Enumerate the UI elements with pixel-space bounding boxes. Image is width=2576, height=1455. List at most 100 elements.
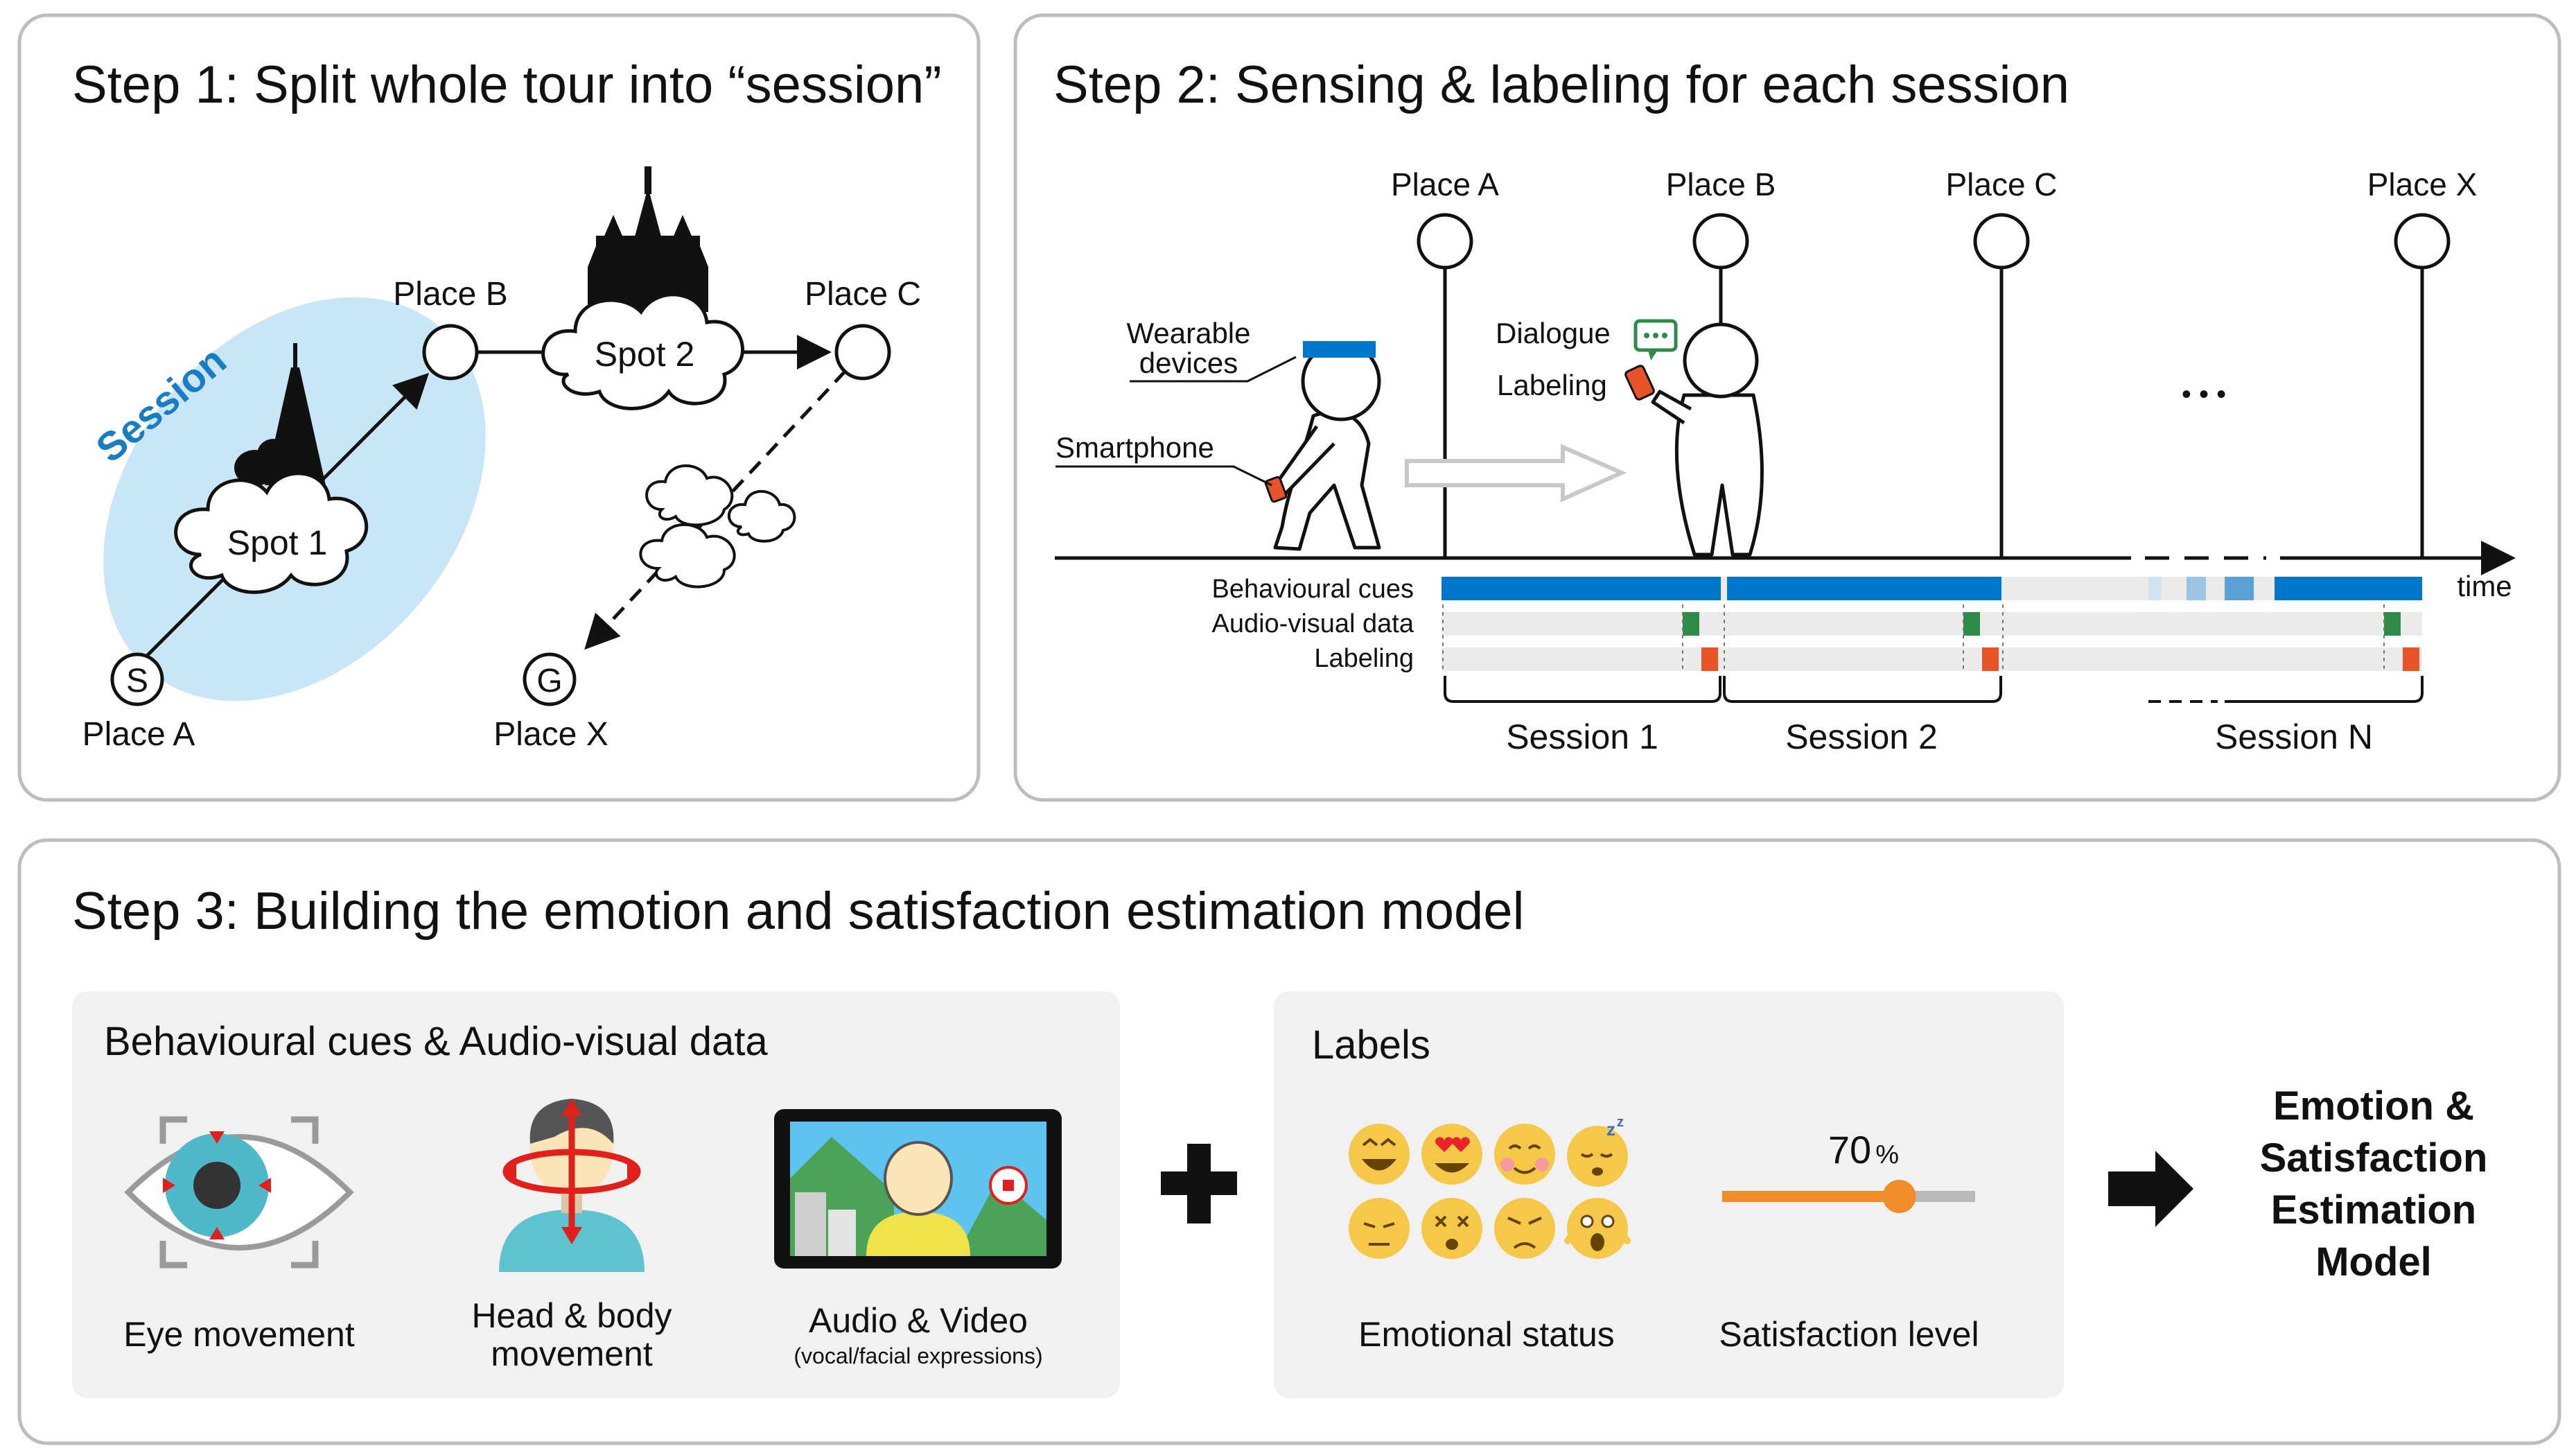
row-label-audiovisual: Audio-visual data [1211,609,1414,638]
spot2-cloud-icon [541,293,744,410]
av-mark-1 [1683,612,1699,636]
goal-node [523,652,577,706]
ellipsis: • • • [2182,379,2226,410]
labels-subpanel [1274,991,2064,1398]
step3-panel: Step 3: Building the emotion and satisfa… [17,838,2561,1445]
labeling-callout-label: Labeling [1497,369,1607,401]
row-bg-labeling [1442,647,2422,671]
step2-title: Step 2: Sensing & labeling for each sess… [1053,55,2069,114]
output-model-line-1: Emotion & [2273,1083,2474,1129]
eye-icon [124,1116,354,1269]
label-mark-2 [1982,647,1999,671]
wearable-leader [1130,356,1297,383]
smartphone-leader [1055,465,1272,487]
satisfaction-readout: 70% [1828,1128,1899,1171]
step1-panel: Step 1: Split whole tour into “session” … [17,13,981,802]
row-separators [1442,604,2385,671]
head-body-icon [499,1099,645,1272]
label-mark-1 [1701,647,1718,671]
emoji-blush-icon [1494,1124,1555,1185]
step1-place-b-label: Place B [393,276,507,313]
start-node [110,652,164,706]
behaviour-fragment-1 [2148,577,2161,600]
step1-place-a-label: Place A [82,716,195,753]
audio-video-label: Audio & Video [809,1301,1028,1340]
emoji-grid: z z [1349,1115,1631,1259]
plus-icon [1161,1144,1237,1223]
step2-place-c-label: Place C [1945,166,2057,202]
emoji-sad-icon [1349,1198,1410,1259]
progress-arrow-icon [1405,444,1627,503]
step2-place-b-label: Place B [1666,166,1776,202]
behaviour-bar-2 [1727,577,2001,600]
walking-person-icon [1264,341,1381,551]
row-bg-audiovisual [1442,612,2422,636]
sessionn-label: Session N [2215,717,2373,756]
emoji-heart-eyes-icon [1421,1124,1482,1185]
step3-title: Step 3: Building the emotion and satisfa… [72,882,1524,941]
wearable-label-1: Wearable [1127,317,1251,349]
output-model-line-4: Model [2315,1239,2432,1284]
session2-label: Session 2 [1785,717,1938,756]
emoji-sleeping-icon: z z [1567,1115,1628,1187]
emoji-shocked-icon [1564,1198,1631,1259]
wearable-label-2: devices [1139,347,1238,379]
output-model-line-3: Estimation [2271,1187,2477,1232]
sessionn-bracket [2225,676,2424,703]
head-body-label-1: Head & body [471,1296,672,1335]
behaviour-bar-1 [1442,577,1721,600]
spot2-label: Spot 2 [595,335,695,374]
eye-movement-label: Eye movement [123,1315,355,1354]
place-b-node [422,324,479,381]
step1-place-x-label: Place X [493,716,608,753]
emoji-laughing-icon [1349,1124,1410,1185]
place-pins [1417,213,2451,558]
emotional-status-label: Emotional status [1358,1315,1615,1354]
dialogue-label: Dialogue [1496,317,1611,349]
svg-text:z: z [1606,1119,1615,1140]
head-body-label-2: movement [491,1334,653,1373]
goal-marker: G [536,663,562,699]
av-mark-n [2384,612,2401,636]
step1-place-c-label: Place C [805,276,921,313]
axis-time-label: time [2457,570,2512,602]
svg-text:z: z [1617,1115,1624,1130]
audio-video-sublabel: (vocal/facial expressions) [794,1343,1042,1368]
inputs-title: Behavioural cues & Audio-visual data [104,1019,768,1064]
small-clouds-icon [639,464,796,589]
behaviour-bar-n [2275,577,2422,600]
row-label-labeling: Labeling [1314,644,1414,673]
session1-bracket [1444,676,1721,703]
session2-bracket [1723,676,2002,703]
result-arrow-icon [2108,1151,2193,1227]
step2-place-x-label: Place X [2367,166,2478,202]
slider-fill [1722,1191,1900,1202]
spot1-label: Spot 1 [227,523,328,562]
inputs-subpanel [72,991,1120,1398]
smartphone-label: Smartphone [1055,431,1214,464]
behaviour-fragment-3 [2225,577,2254,600]
place-c-node [834,324,891,381]
output-model-line-2: Satisfaction [2260,1135,2488,1180]
session1-label: Session 1 [1506,717,1658,756]
spot1-cloud-icon [174,471,368,594]
standing-person-icon [1624,322,1764,557]
labels-title: Labels [1312,1022,1430,1068]
satisfaction-slider: 70% [1722,1128,1975,1213]
emoji-angry-icon [1494,1198,1555,1259]
video-screen-icon [774,1109,1062,1269]
satisfaction-level-label: Satisfaction level [1719,1315,1979,1354]
av-mark-2 [1963,612,1980,636]
step2-place-a-label: Place A [1391,166,1499,202]
behaviour-fragment-2 [2187,577,2206,600]
emoji-dizzy-icon [1421,1198,1482,1259]
start-marker: S [126,663,148,699]
slider-knob [1882,1180,1916,1213]
step2-panel: Step 2: Sensing & labeling for each sess… [1013,13,2561,802]
label-mark-n [2403,647,2419,671]
step1-title: Step 1: Split whole tour into “session” [72,55,942,114]
tokyo-tower-icon [234,343,326,486]
dialogue-bubble-icon [1633,319,1678,360]
row-label-behavioural: Behavioural cues [1211,575,1414,604]
